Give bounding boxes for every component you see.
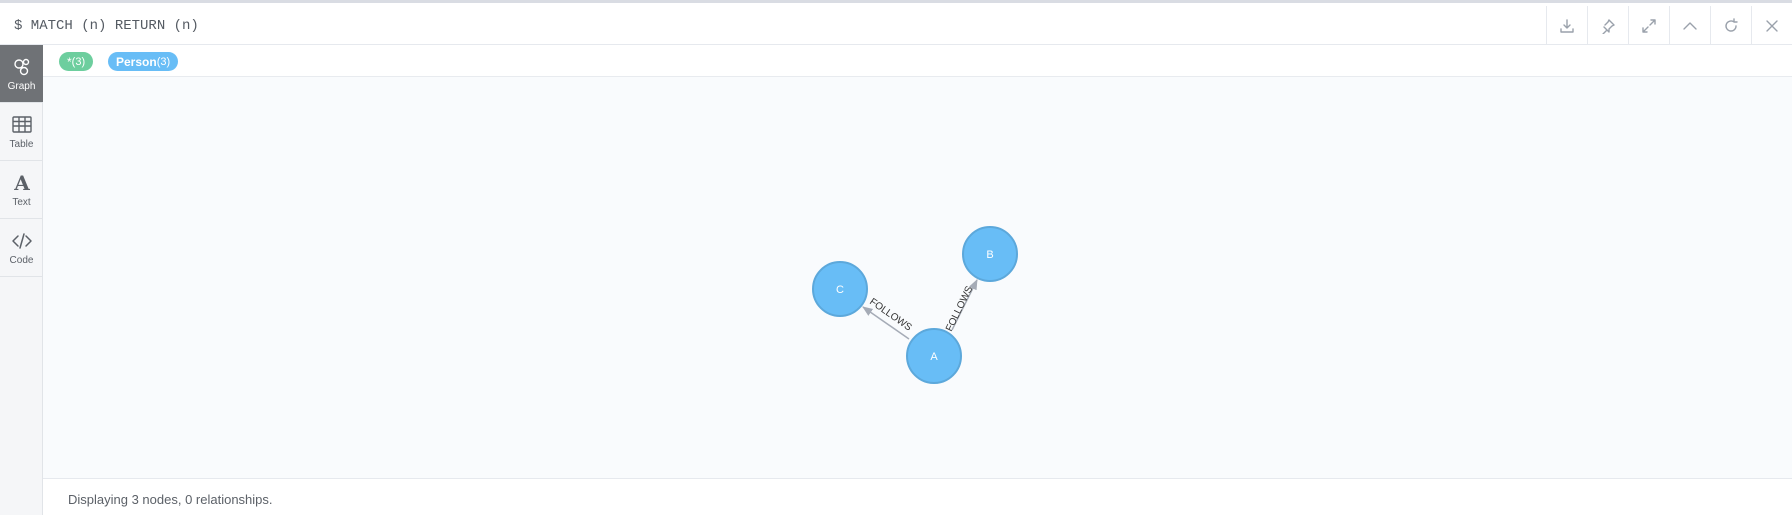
rerun-icon — [1725, 17, 1738, 32]
label-pill-all-name: * — [67, 54, 72, 69]
node-label: C — [836, 284, 844, 296]
view-code-label: Code — [9, 254, 34, 266]
download-button[interactable] — [1546, 6, 1587, 45]
pin-button[interactable] — [1587, 6, 1628, 45]
table-icon — [11, 115, 32, 133]
graph-icon — [13, 58, 29, 75]
frame-toolbar — [1546, 6, 1792, 45]
close-button[interactable] — [1751, 6, 1792, 45]
collapse-icon — [1683, 21, 1697, 30]
node-b[interactable]: B — [962, 226, 1018, 282]
label-pill-person-count: (3) — [156, 55, 171, 68]
label-pill-person[interactable]: Person(3) — [108, 52, 179, 71]
label-pill-all[interactable]: *(3) — [59, 52, 94, 71]
relationship-line — [862, 306, 910, 340]
code-icon — [11, 232, 32, 249]
query-text[interactable]: $ MATCH (n) RETURN (n) — [14, 18, 199, 34]
node-circle — [812, 261, 868, 317]
frame-header: $ MATCH (n) RETURN (n) — [0, 6, 1792, 45]
view-table-button[interactable]: Table — [0, 103, 43, 161]
relationship-a-b[interactable]: FOLLOWS — [944, 279, 978, 333]
node-circle — [962, 226, 1018, 282]
node-c[interactable]: C — [812, 261, 868, 317]
node-a[interactable]: A — [906, 328, 962, 384]
status-text: Displaying 3 nodes, 0 relationships. — [68, 492, 273, 507]
label-pill-all-count: (3) — [71, 55, 86, 68]
view-text-label: Text — [12, 196, 31, 208]
view-graph-label: Graph — [7, 80, 36, 92]
text-icon: A — [13, 172, 30, 194]
node-circle — [906, 328, 962, 384]
rerun-button[interactable] — [1710, 6, 1751, 45]
pin-icon — [1602, 18, 1615, 34]
graph-canvas[interactable]: FOLLOWS FOLLOWS C B A — [43, 77, 1792, 478]
collapse-button[interactable] — [1669, 6, 1710, 45]
status-bar: Displaying 3 nodes, 0 relationships. — [43, 478, 1792, 515]
svg-text:A: A — [13, 172, 30, 194]
label-pill-person-name: Person — [116, 54, 157, 69]
expand-icon — [1642, 18, 1656, 33]
node-label: A — [930, 351, 938, 363]
node-label: B — [986, 249, 993, 261]
graph-svg: FOLLOWS FOLLOWS C B A — [812, 226, 1018, 384]
relationship-line — [951, 279, 978, 331]
close-icon — [1766, 19, 1778, 32]
view-table-label: Table — [9, 138, 34, 150]
relationship-a-c[interactable]: FOLLOWS — [862, 296, 914, 340]
relationship-label: FOLLOWS — [944, 284, 975, 333]
fullscreen-button[interactable] — [1628, 6, 1669, 45]
view-code-button[interactable]: Code — [0, 219, 43, 277]
label-bar: *(3) Person(3) — [43, 45, 1792, 77]
download-icon — [1560, 18, 1574, 33]
view-graph-button[interactable]: Graph — [0, 45, 43, 103]
view-text-button[interactable]: A Text — [0, 161, 43, 219]
view-switcher: Graph Table A Text Code — [0, 45, 43, 515]
